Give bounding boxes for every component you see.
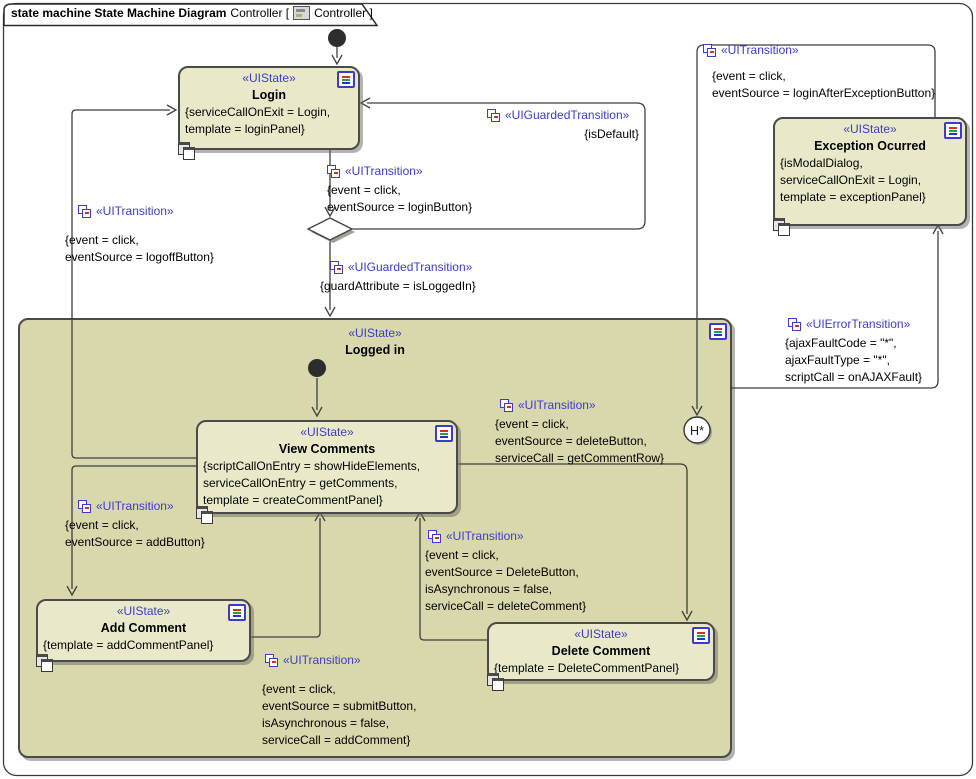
transition-icon: [78, 500, 91, 513]
transition-icon: [265, 654, 278, 667]
transition-properties: {event = click, eventSource = loginAfter…: [712, 69, 936, 100]
arrowhead-icon: [166, 104, 178, 116]
decomposition-icon[interactable]: [178, 142, 195, 160]
diagram-context-label: Controller [: [230, 6, 290, 20]
state-name: Login: [251, 88, 286, 102]
state-login[interactable]: «UIState» Login {serviceCallOnExit = Log…: [178, 66, 360, 160]
transition-stereotype: «UIGuardedTransition»: [505, 108, 630, 122]
choice-shadow: [311, 221, 355, 243]
arrowhead-icon: [324, 306, 336, 318]
transition-stereotype: «UITransition»: [345, 164, 423, 178]
transition-icon: [788, 318, 801, 331]
state-properties: {template = addCommentPanel}: [43, 638, 214, 652]
transition-properties: {ajaxFaultCode = "*", ajaxFaultType = "*…: [785, 336, 923, 384]
transition-stereotype: «UIErrorTransition»: [806, 317, 911, 331]
transition-properties: {event = click, eventSource = DeleteButt…: [425, 548, 587, 613]
state-exception-ocurred[interactable]: «UIState» Exception Ocurred {isModalDial…: [773, 117, 967, 236]
transition-stereotype: «UIGuardedTransition»: [348, 260, 473, 274]
initial-state-icon[interactable]: [328, 29, 346, 47]
transition-icon: [487, 109, 500, 122]
state-properties: {scriptCallOnEntry = showHideElements, s…: [203, 459, 421, 507]
diagram-kind-label: state machine State Machine Diagram: [11, 6, 227, 20]
transition-label-login-button[interactable]: «UITransition» {event = click, eventSour…: [327, 163, 472, 216]
transition-icon: [428, 530, 441, 543]
state-stereotype: «UIState»: [574, 627, 628, 641]
diagram-context-close-label: Controller ]: [314, 6, 373, 20]
transition-properties: {event = click, eventSource = logoffButt…: [65, 233, 214, 264]
transition-label-is-logged-in[interactable]: «UIGuardedTransition» {guardAttribute = …: [320, 259, 476, 295]
state-view-comments[interactable]: «UIState» View Comments {scriptCallOnEnt…: [196, 420, 458, 524]
properties-icon[interactable]: [228, 604, 246, 621]
state-stereotype: «UIState»: [843, 122, 897, 136]
state-properties: {template = DeleteCommentPanel}: [494, 661, 680, 675]
decomposition-icon[interactable]: [773, 218, 790, 236]
transition-stereotype: «UITransition»: [446, 529, 524, 543]
decomposition-icon[interactable]: [487, 673, 504, 691]
state-stereotype: «UIState»: [242, 71, 296, 85]
state-name: Delete Comment: [551, 644, 651, 658]
state-stereotype: «UIState»: [116, 604, 171, 618]
transition-stereotype: «UITransition»: [96, 499, 174, 513]
transition-icon: [703, 44, 716, 57]
state-properties: {serviceCallOnExit = Login, template = l…: [185, 105, 331, 136]
transition-label-error[interactable]: «UIErrorTransition» {ajaxFaultCode = "*"…: [785, 316, 922, 386]
diagram-title: state machine State Machine Diagram Cont…: [11, 6, 373, 20]
transition-properties: {event = click, eventSource = loginButto…: [327, 183, 473, 214]
properties-icon[interactable]: [692, 627, 710, 644]
properties-icon[interactable]: [709, 323, 727, 340]
transition-icon: [330, 261, 343, 274]
transition-properties: {isDefault}: [584, 127, 639, 141]
transition-stereotype: «UITransition»: [518, 398, 596, 412]
state-name: Logged in: [345, 343, 405, 357]
transition-icon: [327, 165, 340, 178]
state-name: Exception Ocurred: [814, 139, 926, 153]
state-properties: {isModalDialog, serviceCallOnExit = Logi…: [780, 156, 926, 204]
state-stereotype: «UIState»: [300, 425, 354, 439]
transition-label-submit-button[interactable]: «UITransition» {event = click, eventSour…: [262, 652, 416, 749]
arrowhead-icon: [331, 54, 343, 66]
transition-label-logoff-button[interactable]: «UITransition» {event = click, eventSour…: [65, 203, 214, 266]
arrowhead-icon: [932, 223, 944, 235]
state-machine-diagram-icon: [293, 6, 311, 20]
transition-icon: [500, 399, 513, 412]
transition-stereotype: «UITransition»: [96, 204, 174, 218]
choice-pseudostate-icon[interactable]: [306, 217, 354, 241]
properties-icon[interactable]: [435, 425, 453, 442]
state-name: View Comments: [278, 442, 376, 456]
transition-label-delete-comment[interactable]: «UITransition» {event = click, eventSour…: [425, 528, 586, 615]
state-add-comment[interactable]: «UIState» Add Comment {template = addCom…: [36, 599, 251, 672]
properties-icon[interactable]: [944, 122, 962, 139]
transition-label-is-default[interactable]: «UIGuardedTransition» {isDefault}: [487, 107, 639, 143]
transition-properties: {guardAttribute = isLoggedIn}: [320, 279, 476, 293]
transition-label-login-after-exception[interactable]: «UITransition» {event = click, eventSour…: [703, 42, 935, 102]
arrowhead-icon: [359, 97, 371, 109]
state-name: Add Comment: [100, 621, 187, 635]
transition-stereotype: «UITransition»: [721, 43, 799, 57]
properties-icon[interactable]: [337, 71, 355, 88]
state-delete-comment[interactable]: «UIState» Delete Comment {template = Del…: [487, 622, 715, 691]
transition-properties: {event = click, eventSource = submitButt…: [262, 682, 417, 747]
transition-properties: {event = click, eventSource = deleteButt…: [495, 417, 665, 465]
transition-label-add-button[interactable]: «UITransition» {event = click, eventSour…: [65, 498, 205, 551]
transition-label-get-comment-row[interactable]: «UITransition» {event = click, eventSour…: [495, 397, 664, 467]
state-stereotype: «UIState»: [348, 326, 402, 340]
transition-stereotype: «UITransition»: [283, 653, 361, 667]
decomposition-icon[interactable]: [36, 654, 53, 672]
transition-icon: [78, 205, 91, 218]
transition-properties: {event = click, eventSource = addButton}: [65, 518, 205, 549]
